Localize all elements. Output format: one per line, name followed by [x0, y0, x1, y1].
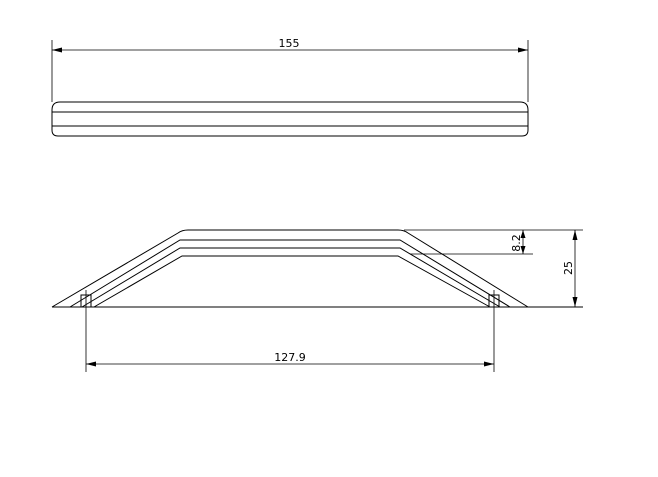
hole-spacing-label: 127.9 [274, 351, 306, 364]
height-arrow-top [572, 230, 578, 240]
top-view: 155 [51, 37, 529, 137]
handle-profile-outer [51, 229, 529, 308]
thickness-arrow-top [520, 230, 526, 238]
hole-spacing-arrow-left [86, 361, 96, 367]
height-arrow-bottom [572, 297, 578, 307]
handle-profile-second [69, 239, 511, 308]
hole-spacing-arrow-right [484, 361, 494, 367]
handle-profile-third [81, 247, 501, 308]
handle-top-outline [51, 101, 529, 137]
height-dimension-label: 25 [562, 261, 575, 275]
side-view: 127.9 25 8.2 [51, 229, 583, 372]
handle-profile-inner [93, 255, 491, 308]
length-arrow-right [518, 47, 528, 53]
thickness-dimension-label: 8.2 [510, 234, 523, 252]
thickness-arrow-bottom [520, 246, 526, 254]
length-dimension-label: 155 [279, 37, 300, 50]
length-arrow-left [52, 47, 62, 53]
